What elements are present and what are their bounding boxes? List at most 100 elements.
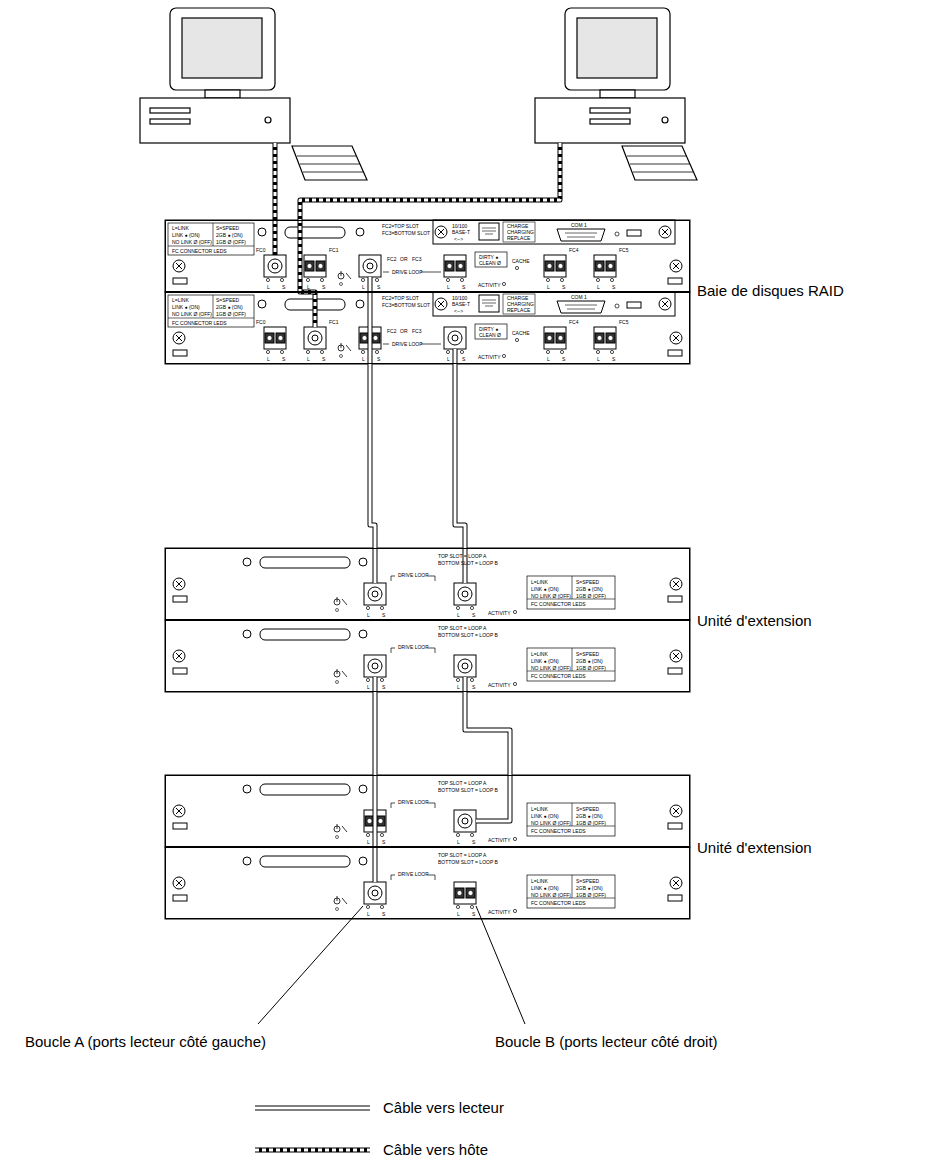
panel-marking: S <box>472 912 475 918</box>
enclosure-unit: Baie de disques RAIDL=LINKLINK ● (ON)NO … <box>165 220 690 364</box>
controller-module: L=LINKLINK ● (ON)NO LINK Ø (OFF)S=SPEED2… <box>165 220 690 292</box>
panel-marking: <--> <box>454 237 463 243</box>
panel-marking: CHARGING <box>507 230 534 236</box>
panel-marking: FC0 <box>256 248 265 254</box>
panel-marking: L=LINK <box>172 298 189 304</box>
panel-marking: S <box>282 357 285 363</box>
io-module-drawing <box>165 548 690 620</box>
panel-marking: L=LINK <box>531 807 548 813</box>
panel-marking: FC2=TOP SLOT <box>382 224 419 230</box>
panel-marking: 2GB ● (ON) <box>576 659 603 665</box>
panel-marking: S=SPEED <box>576 580 599 586</box>
panel-marking: L <box>267 285 270 291</box>
panel-marking: FC CONNECTOR LEDS <box>172 321 227 327</box>
panel-marking: S <box>472 613 475 619</box>
panel-marking: 2GB ● (ON) <box>576 886 603 892</box>
cable-core <box>369 277 372 292</box>
callout-label: Boucle A (ports lecteur côté gauche) <box>25 1033 266 1051</box>
panel-marking: 10/100 BASE-T <box>452 296 478 308</box>
panel-marking: <--> <box>454 309 463 315</box>
panel-marking: CACHE <box>512 331 530 337</box>
panel-marking: ACTIVITY <box>488 838 511 844</box>
panel-marking: BOTTOM SLOT = LOOP B <box>438 633 498 639</box>
enclosure-unit: Unité d'extensionTOP SLOT = LOOP ABOTTOM… <box>165 775 690 919</box>
panel-marking: OR <box>400 257 408 263</box>
panel-marking: FC4 <box>569 248 578 254</box>
panel-marking: LINK ● (ON) <box>172 305 200 311</box>
legend-sample <box>255 1108 370 1150</box>
host-computer <box>140 8 367 180</box>
panel-marking: S=SPEED <box>576 652 599 658</box>
cable-stub <box>373 548 378 583</box>
panel-marking: ACTIVITY <box>478 355 501 361</box>
panel-marking: L <box>597 357 600 363</box>
unit-label: Unité d'extension <box>697 612 812 629</box>
cable-core <box>274 143 277 255</box>
panel-marking: L <box>447 285 450 291</box>
panel-marking: ACTIVITY <box>478 283 501 289</box>
panel-marking: L <box>362 285 365 291</box>
panel-marking: ACTIVITY <box>488 683 511 689</box>
panel-marking: S <box>472 685 475 691</box>
panel-marking: L=LINK <box>531 879 548 885</box>
io-module: TOP SLOT = LOOP ABOTTOM SLOT = LOOP BDRI… <box>165 548 690 620</box>
enclosure-unit: Unité d'extensionTOP SLOT = LOOP ABOTTOM… <box>165 548 690 692</box>
io-module-drawing <box>165 847 690 919</box>
panel-marking: FC4 <box>569 320 578 326</box>
cable-core <box>455 364 465 548</box>
cable-core <box>464 677 467 692</box>
panel-marking: TOP SLOT = LOOP A <box>438 554 486 560</box>
cable-stub <box>373 847 378 882</box>
panel-marking: ACTIVITY <box>488 611 511 617</box>
panel-marking: CACHE <box>512 259 530 265</box>
panel-marking: S=SPEED <box>576 879 599 885</box>
panel-marking: 1GB Ø (OFF) <box>576 821 606 827</box>
panel-marking: FC0 <box>256 320 265 326</box>
panel-marking: FC3 <box>412 257 421 263</box>
controller-drawing <box>165 220 690 292</box>
panel-marking: 2GB ● (ON) <box>576 587 603 593</box>
panel-marking: NO LINK Ø (OFF) <box>531 821 571 827</box>
panel-marking: S <box>382 840 385 846</box>
unit-label: Baie de disques RAID <box>697 282 844 299</box>
drive-cable <box>370 292 375 548</box>
panel-marking: FC CONNECTOR LEDS <box>531 674 586 680</box>
panel-marking: FC2 <box>387 329 396 335</box>
panel-marking: S <box>282 285 285 291</box>
panel-marking: 1GB Ø (OFF) <box>576 594 606 600</box>
panel-marking: L <box>307 357 310 363</box>
panel-marking: FC5 <box>619 320 628 326</box>
cable-core <box>374 847 377 882</box>
panel-marking: TOP SLOT = LOOP A <box>438 626 486 632</box>
panel-marking: LINK ● (ON) <box>531 587 559 593</box>
controller-drawing <box>165 292 690 364</box>
cable-stub <box>368 277 373 292</box>
panel-marking: TOP SLOT = LOOP A <box>438 781 486 787</box>
panel-marking: FC1 <box>329 248 338 254</box>
panel-marking: DRIVE LOOP <box>392 270 423 276</box>
panel-marking: S <box>472 840 475 846</box>
panel-marking: OR <box>400 329 408 335</box>
cable-core <box>454 349 457 364</box>
drive-cable-group <box>370 277 375 583</box>
panel-marking: L <box>367 685 370 691</box>
panel-marking: FC CONNECTOR LEDS <box>531 602 586 608</box>
unit-label: Unité d'extension <box>697 839 812 856</box>
panel-marking: DRIVE LOOP <box>398 872 429 878</box>
drive-cable <box>373 692 378 847</box>
cable-core <box>465 692 510 775</box>
panel-marking: CHARGE <box>507 296 528 302</box>
cable-stub <box>373 677 378 692</box>
panel-marking: FC2 <box>387 257 396 263</box>
drive-cable <box>455 364 465 548</box>
panel-marking: S <box>382 685 385 691</box>
panel-marking: FC3 <box>412 329 421 335</box>
legend-label: Câble vers lecteur <box>383 1099 504 1117</box>
panel-marking: S=SPEED <box>216 226 239 232</box>
panel-marking: S <box>382 912 385 918</box>
panel-marking: L <box>457 840 460 846</box>
host-cables <box>275 143 560 327</box>
panel-marking: LINK ● (ON) <box>172 233 200 239</box>
panel-marking: S <box>322 357 325 363</box>
